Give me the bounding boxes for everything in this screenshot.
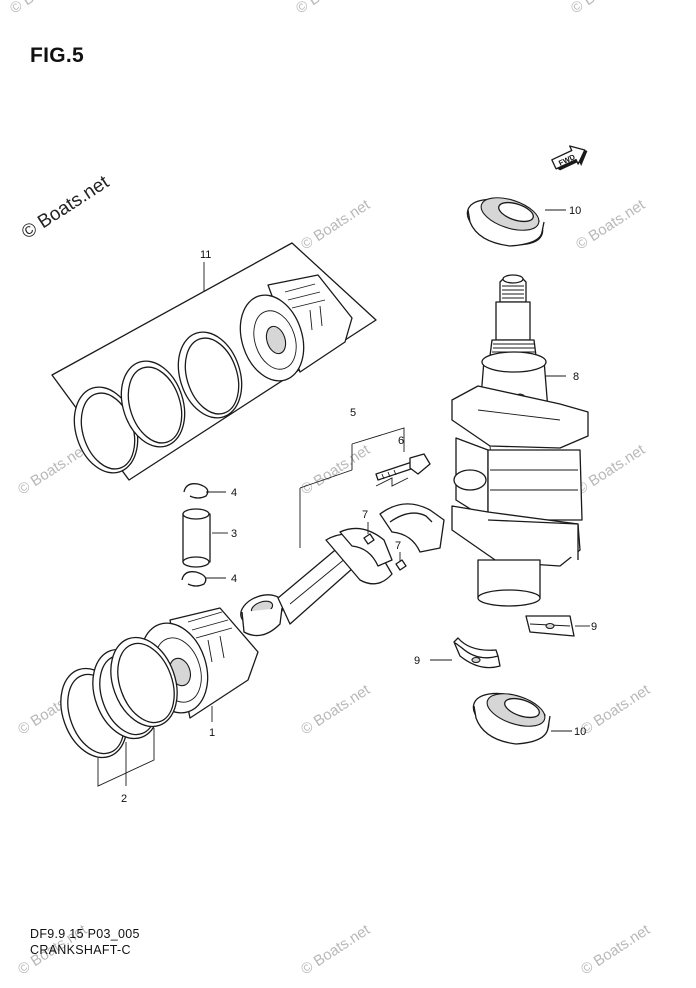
callout-9b: 9: [414, 655, 420, 667]
dowel-pin: [395, 552, 407, 571]
figure-title: FIG.5: [30, 44, 85, 67]
callout-9a: 9: [591, 621, 597, 633]
watermark-text: © Boats.net: [293, 0, 369, 17]
piston-pin-circlip: [181, 571, 226, 587]
callout-4a: 4: [231, 487, 237, 499]
piston: [139, 607, 259, 722]
callout-6: 6: [398, 435, 404, 447]
watermark-text: © Boats.net: [298, 921, 374, 979]
piston-ring: [120, 360, 186, 448]
leader-line: [97, 728, 155, 787]
watermark-text: © Boats.net: [568, 0, 644, 17]
dowel-pin: [363, 522, 375, 545]
piston-pin-circlip: [183, 483, 226, 499]
piston-ring: [177, 331, 243, 419]
watermark-text: © Boats.net: [7, 0, 83, 17]
watermark-text: © Boats.net: [578, 681, 654, 739]
watermark-text: © Boats.net: [298, 681, 374, 739]
piston-ring: [110, 636, 178, 728]
piston-ring: [73, 386, 139, 474]
crankshaft-bearing-half: [525, 615, 590, 637]
piston-pin: [182, 508, 228, 568]
watermark-text: © Boats.net: [573, 196, 649, 254]
crankshaft: [451, 274, 589, 607]
callout-5: 5: [350, 407, 356, 419]
callout-4b: 4: [231, 573, 237, 585]
connecting-rod: [240, 427, 445, 637]
watermark-text: © Boats.net: [298, 196, 374, 254]
lower-oil-seal: [472, 692, 572, 745]
fwd-arrow-icon: FWD: [551, 145, 588, 171]
watermark-text: © Boats.net: [578, 921, 654, 979]
con-rod-bolt: [375, 440, 431, 481]
callout-2: 2: [121, 793, 127, 805]
callout-7a: 7: [362, 509, 368, 521]
watermark-text: © Boats.net: [15, 441, 91, 499]
drawing-code: DF9.9 15 P03_005: [30, 927, 140, 941]
callout-8: 8: [573, 371, 579, 383]
callout-1: 1: [209, 727, 215, 739]
callout-3: 3: [231, 528, 237, 540]
callout-10a: 10: [569, 205, 581, 217]
assembly-zigzag: [375, 477, 409, 487]
callout-7b: 7: [395, 540, 401, 552]
piston-ring-set-group: [51, 242, 377, 481]
drawing-caption: CRANKSHAFT-C: [30, 943, 131, 957]
callout-labels: 11 5 6 7 7 4 3 4 1 2 10 8 9 9 10: [121, 205, 597, 805]
watermark-text: © Boats.net: [573, 441, 649, 499]
piston-in-set: [239, 274, 353, 382]
callout-10b: 10: [574, 726, 586, 738]
callout-11: 11: [200, 249, 211, 261]
upper-oil-seal: [466, 197, 566, 247]
watermark-text: © Boats.net: [298, 441, 374, 499]
crankshaft-bearing-half: [430, 637, 501, 669]
